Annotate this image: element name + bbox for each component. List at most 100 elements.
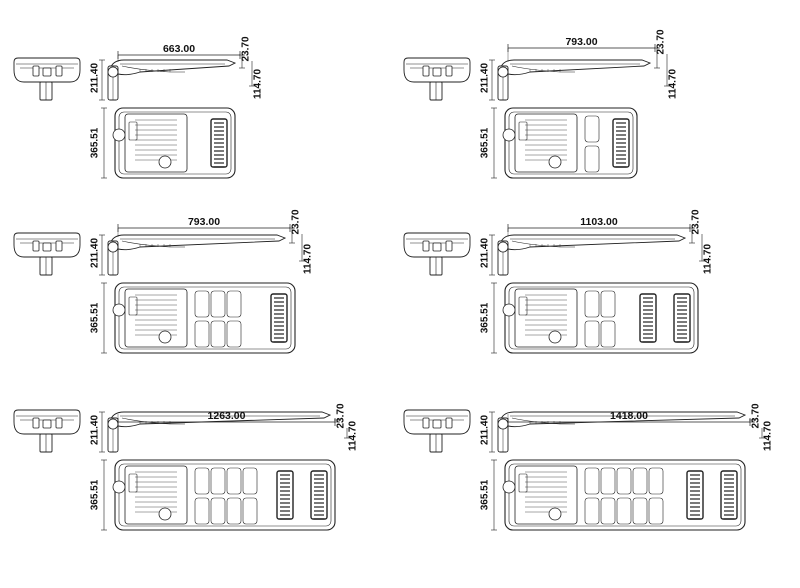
bracket-block [55, 240, 63, 252]
top-view [112, 107, 236, 179]
bracket-block [422, 240, 430, 252]
thickness-label: 23.70 [751, 403, 762, 428]
bracket-block [445, 240, 453, 252]
housing-inner [118, 286, 292, 350]
arm-pivot [497, 66, 509, 78]
top-view [502, 107, 638, 179]
arm-label: 211.40 [90, 238, 101, 268]
thickness-label: 23.70 [691, 209, 702, 234]
pole-mount-circle [112, 128, 126, 142]
height-label: 114.70 [763, 421, 774, 451]
side-view [107, 59, 237, 101]
end-view [403, 57, 471, 101]
battery-cell [226, 497, 242, 525]
pole-mount-circle [502, 480, 516, 494]
driver-compartment [514, 465, 578, 525]
side-view [107, 234, 287, 276]
end-view-outline [13, 57, 81, 83]
length-label: 793.00 [188, 216, 220, 228]
housing-inner [508, 463, 742, 527]
arm-pivot [497, 241, 509, 253]
connector-block [518, 296, 528, 316]
end-view-outline [403, 409, 471, 435]
battery-cell [600, 467, 616, 495]
housing-inner [508, 286, 695, 350]
bracket-block [55, 65, 63, 77]
length-dimension: 1103.00 [507, 216, 691, 237]
battery-cell [210, 467, 226, 495]
battery-cell [242, 497, 258, 525]
width-dimension: 365.51 [90, 107, 107, 179]
end-view [13, 409, 81, 453]
battery-cell [584, 115, 600, 143]
width-label: 365.51 [480, 479, 491, 510]
bracket-block [432, 242, 442, 252]
bracket-block [42, 67, 52, 77]
width-dimension: 365.51 [90, 459, 107, 531]
battery-cell [616, 497, 632, 525]
profile-outline [109, 411, 332, 428]
side-view [497, 411, 747, 453]
battery-cell [584, 497, 600, 525]
bracket-block [32, 240, 40, 252]
connector-block [518, 473, 528, 493]
battery-cell [226, 320, 242, 348]
driver-compartment [124, 288, 188, 348]
battery-cell [616, 467, 632, 495]
battery-cell [632, 467, 648, 495]
battery-cell [648, 497, 664, 525]
arm-dimension: 211.40 [90, 59, 105, 101]
side-view [497, 59, 652, 101]
top-view [502, 282, 699, 354]
arm-pivot [497, 418, 509, 430]
driver-compartment [514, 113, 578, 173]
height-label: 114.70 [668, 69, 679, 99]
arm-label: 211.40 [480, 63, 491, 93]
width-label: 365.51 [90, 127, 101, 158]
length-dimension: 793.00 [507, 36, 656, 62]
arm-dimension: 211.40 [90, 411, 105, 453]
width-label: 365.51 [480, 127, 491, 158]
length-label: 1263.00 [208, 410, 246, 422]
battery-cell [584, 467, 600, 495]
width-label: 365.51 [90, 479, 101, 510]
pole-mount-circle [502, 303, 516, 317]
end-view-outline [13, 409, 81, 435]
top-view [502, 459, 746, 531]
battery-cell [584, 145, 600, 173]
battery-cell [210, 290, 226, 318]
height-label: 114.70 [348, 421, 359, 451]
profile-outline [109, 59, 237, 76]
height-label: 114.70 [253, 69, 264, 99]
arm-label: 211.40 [480, 415, 491, 445]
pole-mount-circle [112, 480, 126, 494]
battery-cell [226, 290, 242, 318]
top-view [112, 282, 296, 354]
width-label: 365.51 [90, 302, 101, 333]
length-label: 663.00 [163, 43, 195, 55]
sensor-circle [158, 507, 172, 521]
battery-cell [210, 320, 226, 348]
housing-inner [508, 111, 634, 175]
thickness-label: 23.70 [336, 403, 347, 428]
end-view [13, 57, 81, 101]
length-label: 793.00 [565, 36, 597, 48]
connector-block [518, 121, 528, 141]
end-view [13, 232, 81, 276]
side-view [497, 234, 687, 276]
battery-cell [600, 320, 616, 348]
height-label: 114.70 [703, 244, 714, 274]
battery-cell [210, 497, 226, 525]
thickness-label: 23.70 [291, 209, 302, 234]
arm-dimension: 211.40 [480, 59, 495, 101]
thickness-label: 23.70 [656, 29, 667, 54]
end-view-outline [403, 57, 471, 83]
length-dimension: 793.00 [117, 216, 291, 237]
